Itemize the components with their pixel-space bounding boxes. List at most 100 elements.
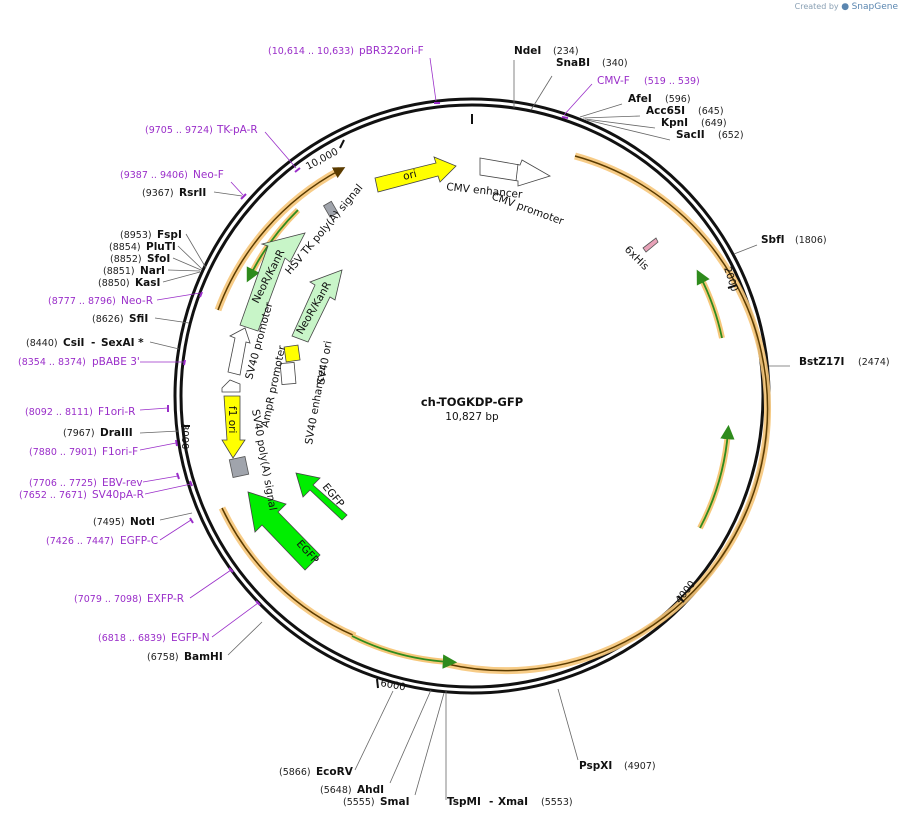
- site-pos-ecorv: (5866): [279, 767, 311, 778]
- primer-name-neor[interactable]: Neo-R: [121, 295, 153, 307]
- orf-arc-neo-top-line: [217, 167, 346, 311]
- site-name-bamhi[interactable]: BamHI: [184, 651, 223, 663]
- green-arrow-5500-line: [351, 635, 458, 669]
- leader-sacii: [586, 119, 671, 141]
- sv40-enhancer-box[interactable]: [279, 361, 297, 386]
- site-name-fspi[interactable]: FspI: [157, 229, 182, 241]
- primer-name-f1f[interactable]: F1ori-F: [102, 446, 138, 458]
- site-pos-pspxi: (4907): [624, 761, 656, 772]
- site-pos-ndei: (234): [553, 46, 579, 57]
- site-name-acc65i[interactable]: Acc65I: [646, 105, 685, 117]
- leader-fspi: [185, 233, 207, 269]
- primer-name-cmv[interactable]: CMV-F: [597, 75, 630, 87]
- orf-arc-bamhi-to-egfp-line: [221, 507, 356, 637]
- tick-label-2000: 2000: [721, 266, 739, 294]
- site-name-afei[interactable]: AfeI: [628, 93, 652, 105]
- tick-6000: [376, 678, 379, 689]
- site-name-nari[interactable]: NarI: [140, 265, 165, 277]
- primer-name-f1r[interactable]: F1ori-R: [98, 406, 135, 418]
- ori-arrow[interactable]: [374, 156, 457, 193]
- primer-name-exfp[interactable]: EXFP-R: [147, 593, 184, 605]
- primer-range-tk: (9705 .. 9724): [145, 125, 213, 136]
- snapgene-logo-icon: ●: [841, 2, 850, 12]
- site-pos-noti: (7495): [93, 517, 125, 528]
- green-arrow-neo-line: [246, 209, 299, 283]
- site-name-xmai[interactable]: XmaI: [498, 796, 528, 808]
- egfp-arrow-outer[interactable]: [247, 491, 321, 571]
- primer-leader-tk: [264, 131, 297, 169]
- site-name-sfoi[interactable]: SfoI: [147, 253, 170, 265]
- site-name-draiii[interactable]: DraIII: [100, 427, 133, 439]
- primer-mark-f1f: [175, 439, 178, 447]
- leader-pluti: [177, 245, 203, 270]
- primer-name-neof[interactable]: Neo-F: [193, 169, 224, 181]
- site-name-tspmi[interactable]: TspMI: [447, 796, 481, 808]
- tick-2000: [727, 284, 738, 289]
- site-name-csii[interactable]: CsiI: [63, 337, 84, 349]
- feature-label-cmv-promoter: CMV promoter: [490, 191, 566, 228]
- site-pos-csii: (8440): [26, 338, 58, 349]
- orf-arcs: [214, 152, 771, 675]
- green-arrow-3500: [697, 431, 731, 530]
- feature-shapes: [221, 156, 659, 571]
- site-name-smai[interactable]: SmaI: [380, 796, 410, 808]
- neo-arrow-inner[interactable]: [291, 269, 343, 343]
- primer-mark-neor: [199, 291, 203, 298]
- site-name-sacii[interactable]: SacII: [676, 129, 705, 141]
- site-name-rsrii[interactable]: RsrII: [179, 187, 206, 199]
- primer-leader-pbr322: [429, 57, 437, 102]
- primer-name-ebv[interactable]: EBV-rev: [102, 477, 143, 489]
- leader-rsrii: [213, 191, 243, 197]
- site-pos-sbfi: (1806): [795, 235, 827, 246]
- site-pos-draiii: (7967): [63, 428, 95, 439]
- leader-smai: [414, 692, 445, 796]
- leader-noti: [159, 512, 193, 521]
- primer-range-pbr322: (10,614 .. 10,633): [268, 46, 354, 57]
- egfp-arrow-inner[interactable]: [295, 472, 348, 521]
- site-name-sfii[interactable]: SfiI: [129, 313, 148, 325]
- plasmid-name: ch-TOGKDP-GFP: [421, 395, 523, 409]
- primer-leader-neof: [230, 181, 244, 196]
- site-pos-sfoi: (8852): [110, 254, 142, 265]
- primer-name-pbabe[interactable]: pBABE 3': [92, 356, 140, 368]
- site-name-ndei[interactable]: NdeI: [514, 45, 541, 57]
- sv40-polya-box[interactable]: [228, 456, 250, 478]
- leader-ecorv: [354, 690, 394, 771]
- primer-name-tk[interactable]: TK-pA-R: [216, 124, 258, 136]
- site-name-kpni[interactable]: KpnI: [661, 117, 688, 129]
- cmv-arrow[interactable]: [479, 157, 551, 187]
- green-arrow-2000: [697, 274, 725, 339]
- site-name-pspxi[interactable]: PspXI: [579, 760, 612, 772]
- primer-name-sv40pa[interactable]: SV40pA-R: [92, 489, 144, 501]
- sv40-promoter-arrow[interactable]: [227, 327, 251, 376]
- leader-kpni: [584, 118, 656, 129]
- f1-ori-arrow[interactable]: [221, 395, 246, 459]
- hsv-tk-box[interactable]: [322, 200, 339, 218]
- primer-name-pbr322[interactable]: pBR322ori-F: [359, 45, 424, 57]
- sv40-ori-box[interactable]: [283, 344, 301, 363]
- site-pos-sacii: (652): [718, 130, 744, 141]
- site-name-sexai[interactable]: SexAI *: [101, 337, 144, 349]
- ampr-promoter-arrow[interactable]: [221, 379, 241, 393]
- site-pos-ahdi: (5648): [320, 785, 352, 796]
- his-tag-arrow[interactable]: [642, 237, 659, 253]
- leader-draiii: [139, 430, 180, 434]
- site-name-noti[interactable]: NotI: [130, 516, 155, 528]
- site-name-sbfi[interactable]: SbfI: [761, 234, 785, 246]
- primer-range-egfpc: (7426 .. 7447): [46, 536, 114, 547]
- leader-sbfi: [733, 244, 758, 255]
- site-name-ecorv[interactable]: EcoRV: [316, 766, 354, 778]
- neo-arrow-outer[interactable]: [239, 232, 306, 332]
- site-name-pluti[interactable]: PluTI: [146, 241, 176, 253]
- primer-name-egfpc[interactable]: EGFP-C: [120, 535, 158, 547]
- tick-label-6000: 6000: [379, 678, 406, 693]
- primer-leader-neor: [156, 292, 201, 301]
- site-name-ahdi[interactable]: AhdI: [357, 784, 384, 796]
- site-name-bstz17i[interactable]: BstZ17I: [799, 356, 844, 368]
- leader-ahdi: [389, 689, 432, 784]
- site-name-snabi[interactable]: SnaBI: [556, 57, 590, 69]
- site-name-kasi[interactable]: KasI: [135, 277, 160, 289]
- primer-range-f1f: (7880 .. 7901): [29, 447, 97, 458]
- primer-name-egfpn[interactable]: EGFP-N: [171, 632, 210, 644]
- leader-afei: [579, 103, 623, 118]
